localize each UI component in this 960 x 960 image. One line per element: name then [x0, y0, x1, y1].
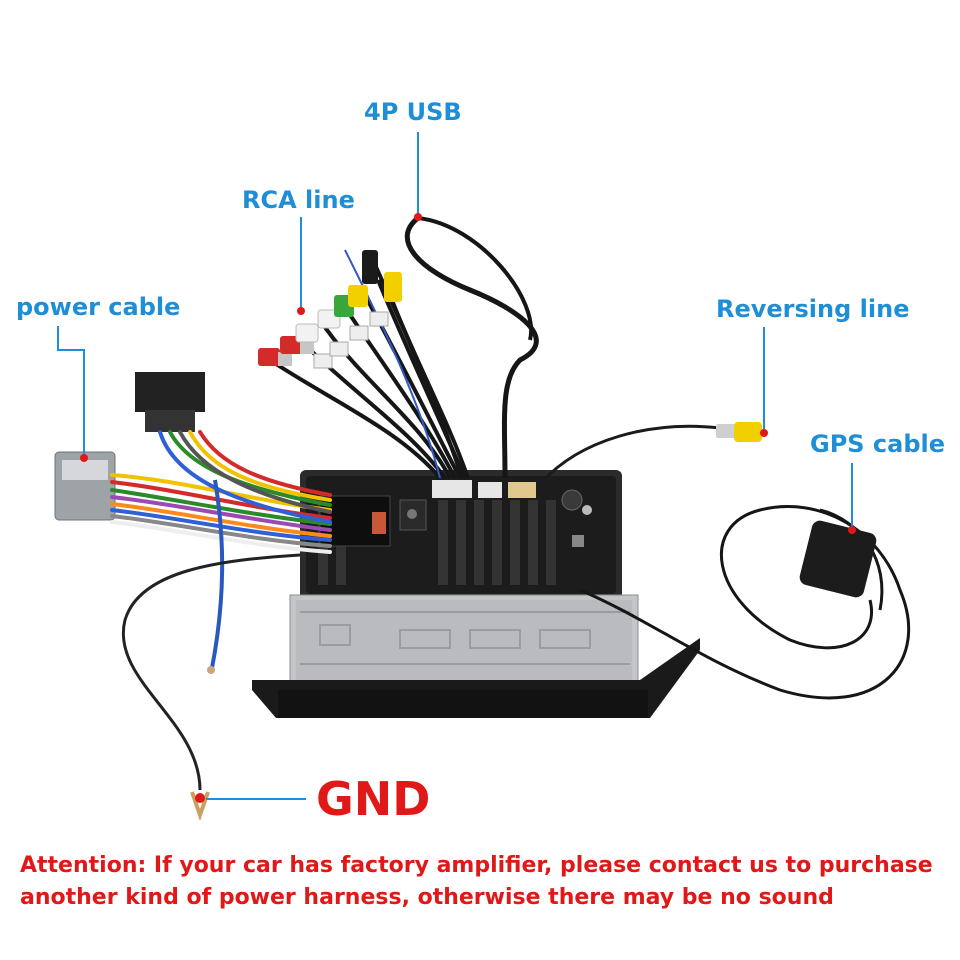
attention-note: Attention: If your car has factory ampli… [20, 850, 950, 914]
gps-cable [579, 505, 911, 700]
gnd-label: GND [316, 772, 431, 826]
head-unit [252, 470, 700, 718]
usb-cable [404, 216, 539, 479]
power-harness [54, 372, 332, 674]
reversing-cable [540, 422, 762, 484]
gps-label: GPS cable [810, 430, 946, 458]
attention-line-1: Attention: If your car has factory ampli… [20, 853, 933, 878]
usb-label: 4P USB [364, 98, 462, 126]
rca-cables [258, 249, 470, 480]
rca-label: RCA line [242, 186, 355, 214]
label-pointers [57, 132, 853, 800]
reversing-label: Reversing line [716, 295, 910, 323]
pointer-dots [80, 213, 856, 534]
ground-wire [121, 553, 301, 822]
power-label: power cable [16, 293, 181, 321]
attention-line-2: another kind of power harness, otherwise… [20, 885, 834, 910]
